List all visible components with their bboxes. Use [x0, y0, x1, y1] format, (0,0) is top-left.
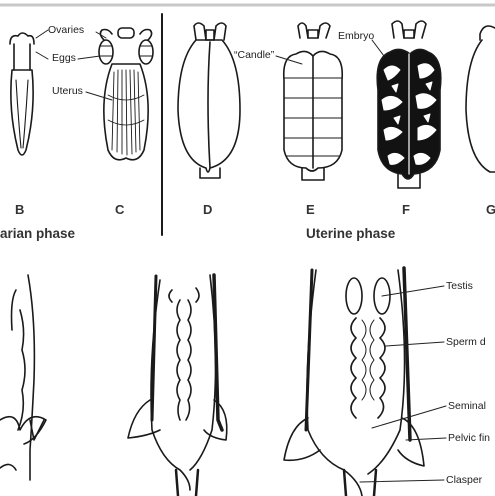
male-tract-left — [0, 275, 46, 480]
stage-letter-b: B — [15, 203, 24, 216]
ovarian-phase-title: arian phase — [0, 227, 75, 241]
label-embryo: Embryo — [338, 31, 374, 42]
label-clasper: Clasper — [446, 475, 482, 486]
uterine-phase-title: Uterine phase — [306, 227, 395, 241]
stage-f-reproductive-tract — [377, 21, 441, 188]
male-tract-right — [284, 268, 424, 496]
label-uterus: Uterus — [52, 86, 83, 97]
stage-c-reproductive-tract — [99, 28, 153, 160]
stage-g-reproductive-tract — [466, 26, 495, 172]
stage-e-reproductive-tract — [284, 23, 343, 180]
label-ovaries: Ovaries — [48, 25, 84, 36]
stage-letter-c: C — [115, 203, 124, 216]
stage-letter-e: E — [306, 203, 315, 216]
label-testis: Testis — [446, 281, 473, 292]
label-candle: “Candle” — [234, 50, 274, 61]
label-pelvic-fin: Pelvic fin — [448, 433, 490, 444]
stage-letter-f: F — [402, 203, 410, 216]
label-seminal: Seminal — [448, 401, 486, 412]
stage-d-reproductive-tract — [178, 23, 240, 178]
stage-letter-d: D — [203, 203, 212, 216]
label-eggs: Eggs — [52, 53, 76, 64]
stage-b-reproductive-tract — [10, 33, 34, 155]
label-sperm-duct: Sperm d — [446, 337, 486, 348]
stage-letter-g: G — [486, 203, 495, 216]
male-tract-middle — [128, 275, 227, 496]
